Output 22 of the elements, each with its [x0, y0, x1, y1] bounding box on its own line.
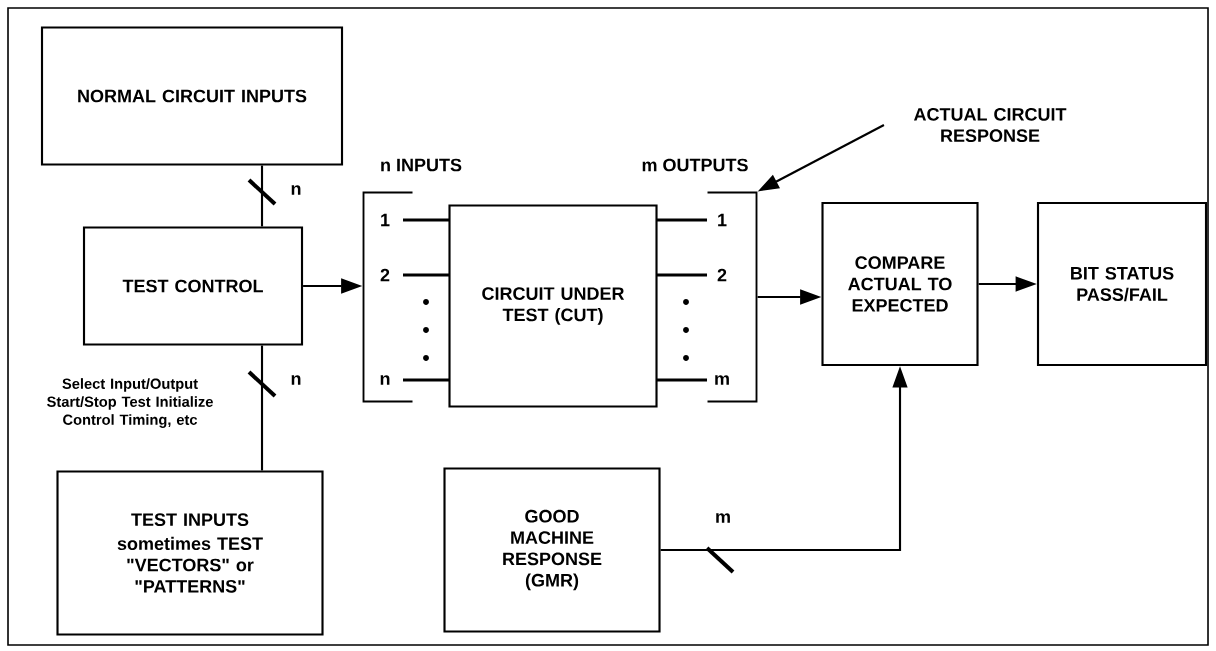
note-text: Select Input/Output Start/Stop Test Initialize Control Timing, etc — [47, 378, 213, 428]
response-box: GOOD MACHINE RESPONSE (GMR) — [443, 467, 661, 633]
edge-label: n — [291, 185, 301, 195]
bus-line — [260, 165, 264, 227]
input-box: TEST INPUTS sometimes TEST "VECTORS" or "PATTERNS" — [56, 470, 324, 636]
edge-label: n — [291, 375, 301, 385]
bus-label: m OUTPUTS — [642, 158, 748, 172]
pin-number: n — [380, 375, 390, 385]
pin-number: 2 — [717, 268, 727, 282]
pin-number: 1 — [718, 213, 727, 227]
pin-number: 2 — [380, 268, 390, 282]
control-box: TEST CONTROL — [82, 226, 304, 346]
input-box: NORMAL CIRCUIT INPUTS — [40, 26, 344, 166]
status-box: BIT STATUS PASS/FAIL — [1036, 201, 1208, 367]
circuit-box: CIRCUIT UNDER TEST (CUT) — [448, 204, 658, 408]
bus-line — [260, 345, 264, 471]
edge-label: m — [716, 513, 730, 523]
pin-number: m — [715, 375, 729, 385]
comparator-box: COMPARE ACTUAL TO EXPECTED — [821, 201, 979, 367]
bus-label: n INPUTS — [381, 158, 462, 172]
callout-text: ACTUAL CIRCUIT RESPONSE — [913, 107, 1067, 143]
pin-number: 1 — [381, 213, 390, 227]
